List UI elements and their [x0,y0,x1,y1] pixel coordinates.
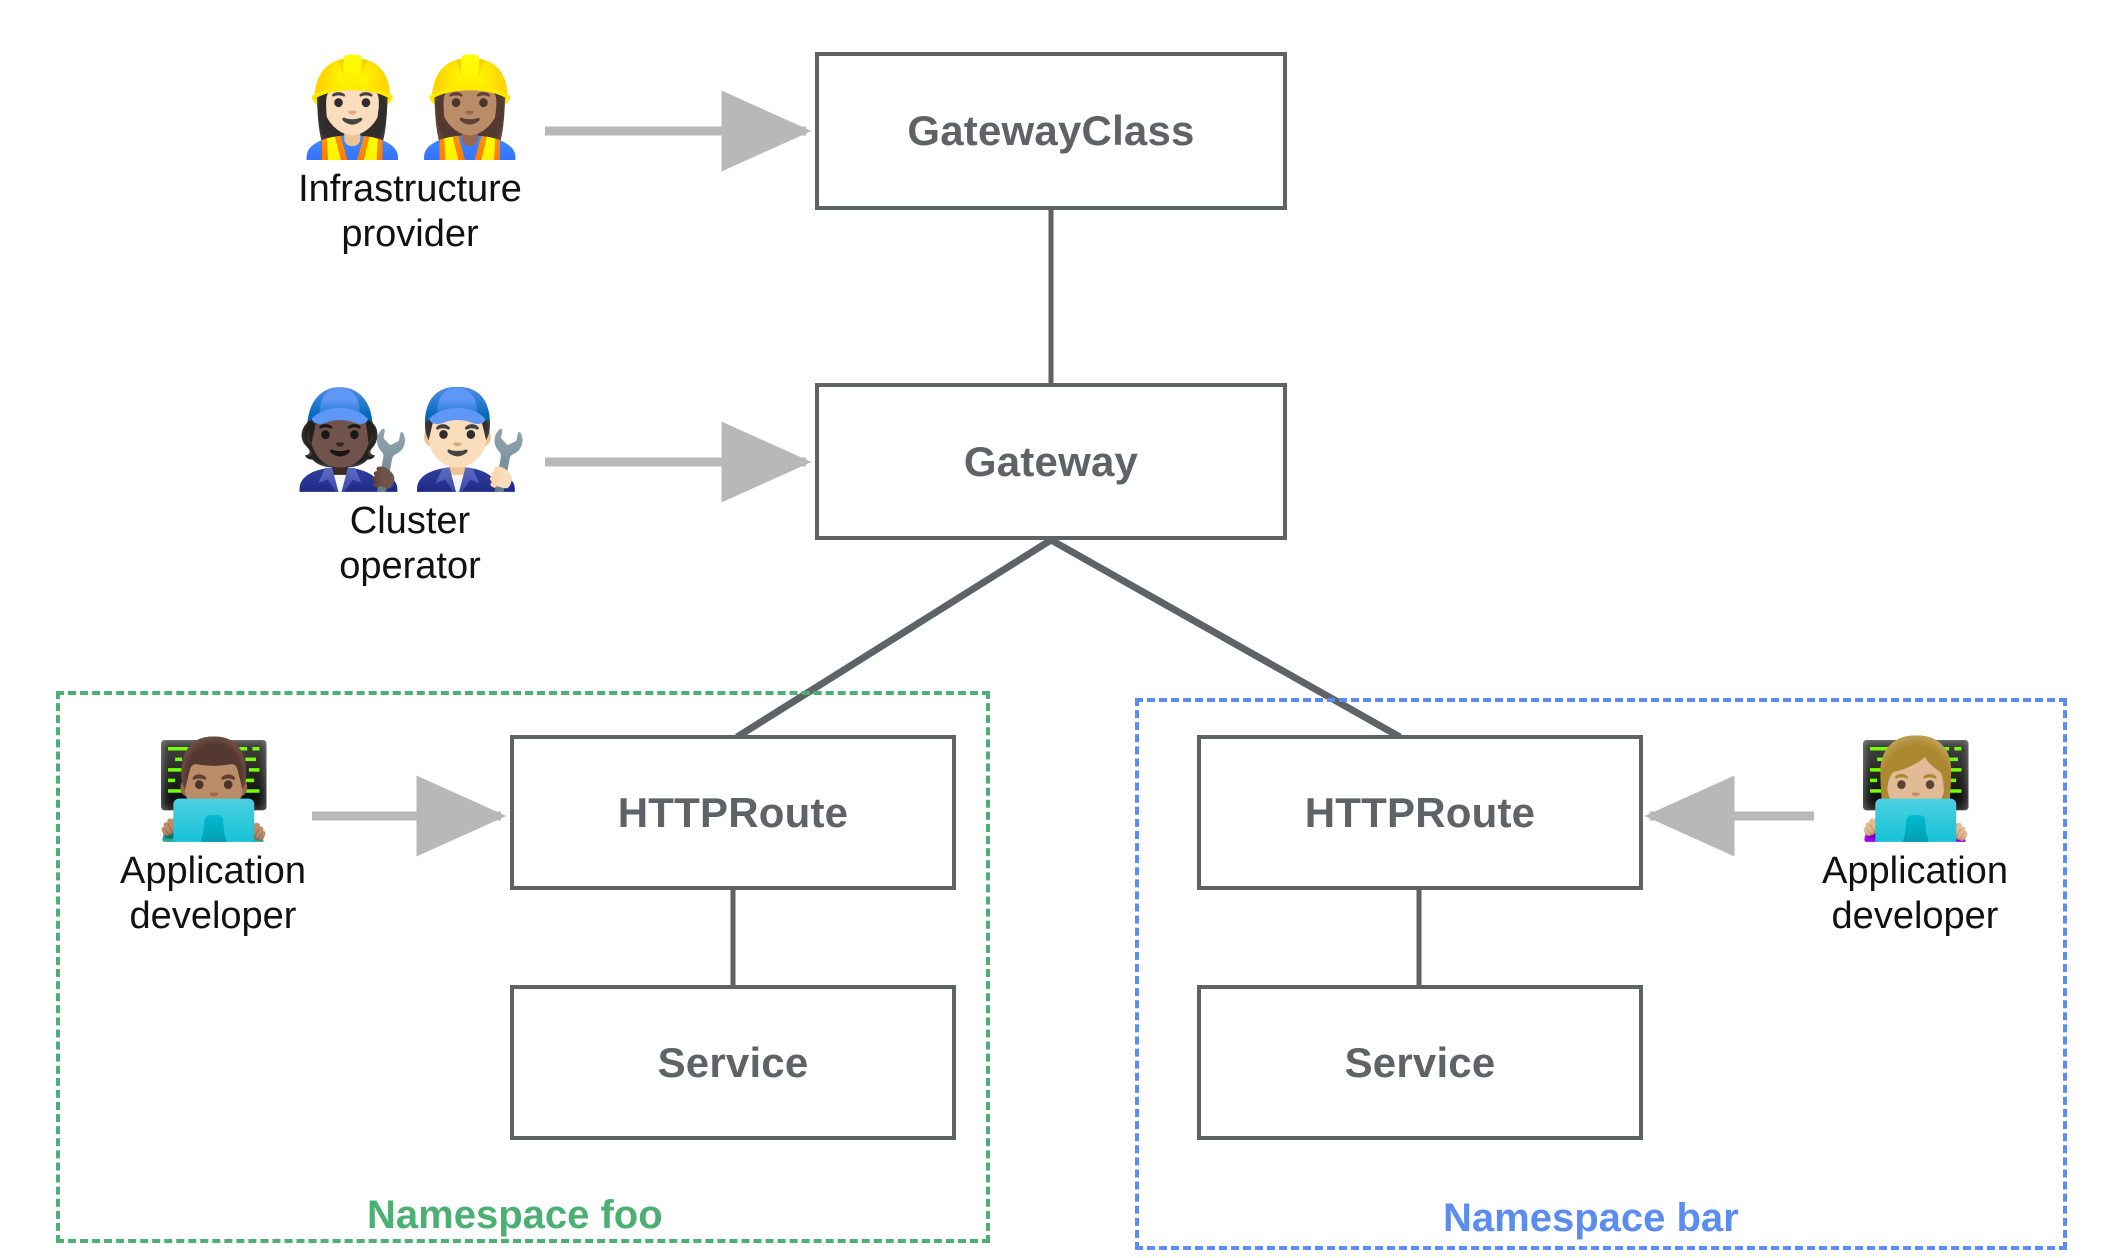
node-gateway[interactable]: Gateway [815,383,1287,540]
node-httproute-bar[interactable]: HTTPRoute [1197,735,1643,890]
persona-infrastructure-provider-label: Infrastructure provider [298,167,522,255]
node-service-foo[interactable]: Service [510,985,956,1140]
man-technologist-emoji: 👨🏽‍💻 [154,736,274,843]
namespace-foo-label: Namespace foo [367,1193,663,1237]
persona-cluster-operator-label: Cluster operator [339,499,481,587]
namespace-foo-boundary [56,691,990,1243]
node-httproute-foo-label: HTTPRoute [617,788,849,836]
persona-infrastructure-provider: 👷🏻‍♀️👷🏽‍♀️ Infrastructure provider [265,54,555,256]
node-gatewayclass-label: GatewayClass [907,107,1195,154]
node-service-bar[interactable]: Service [1197,985,1643,1140]
persona-cluster-operator: 🧑🏿‍🔧👨🏻‍🔧 Cluster operator [265,386,555,588]
node-httproute-bar-label: HTTPRoute [1304,788,1536,836]
construction-worker-women-emoji: 👷🏻‍♀️👷🏽‍♀️ [292,54,529,161]
node-httproute-foo[interactable]: HTTPRoute [510,735,956,890]
node-gatewayclass[interactable]: GatewayClass [815,52,1287,210]
node-service-foo-label: Service [657,1038,809,1086]
node-gateway-label: Gateway [963,437,1139,485]
persona-application-developer-foo: 👨🏽‍💻 Application developer [98,736,328,938]
mechanic-emoji: 🧑🏿‍🔧👨🏻‍🔧 [292,386,529,493]
node-service-bar-label: Service [1344,1038,1496,1086]
persona-application-developer-bar: 👩🏼‍💻 Application developer [1800,736,2030,938]
persona-application-developer-bar-label: Application developer [1822,849,2008,937]
woman-technologist-emoji: 👩🏼‍💻 [1856,736,1976,843]
namespace-bar-boundary [1135,698,2067,1250]
namespace-bar-label: Namespace bar [1443,1196,1739,1240]
persona-application-developer-foo-label: Application developer [120,849,306,937]
